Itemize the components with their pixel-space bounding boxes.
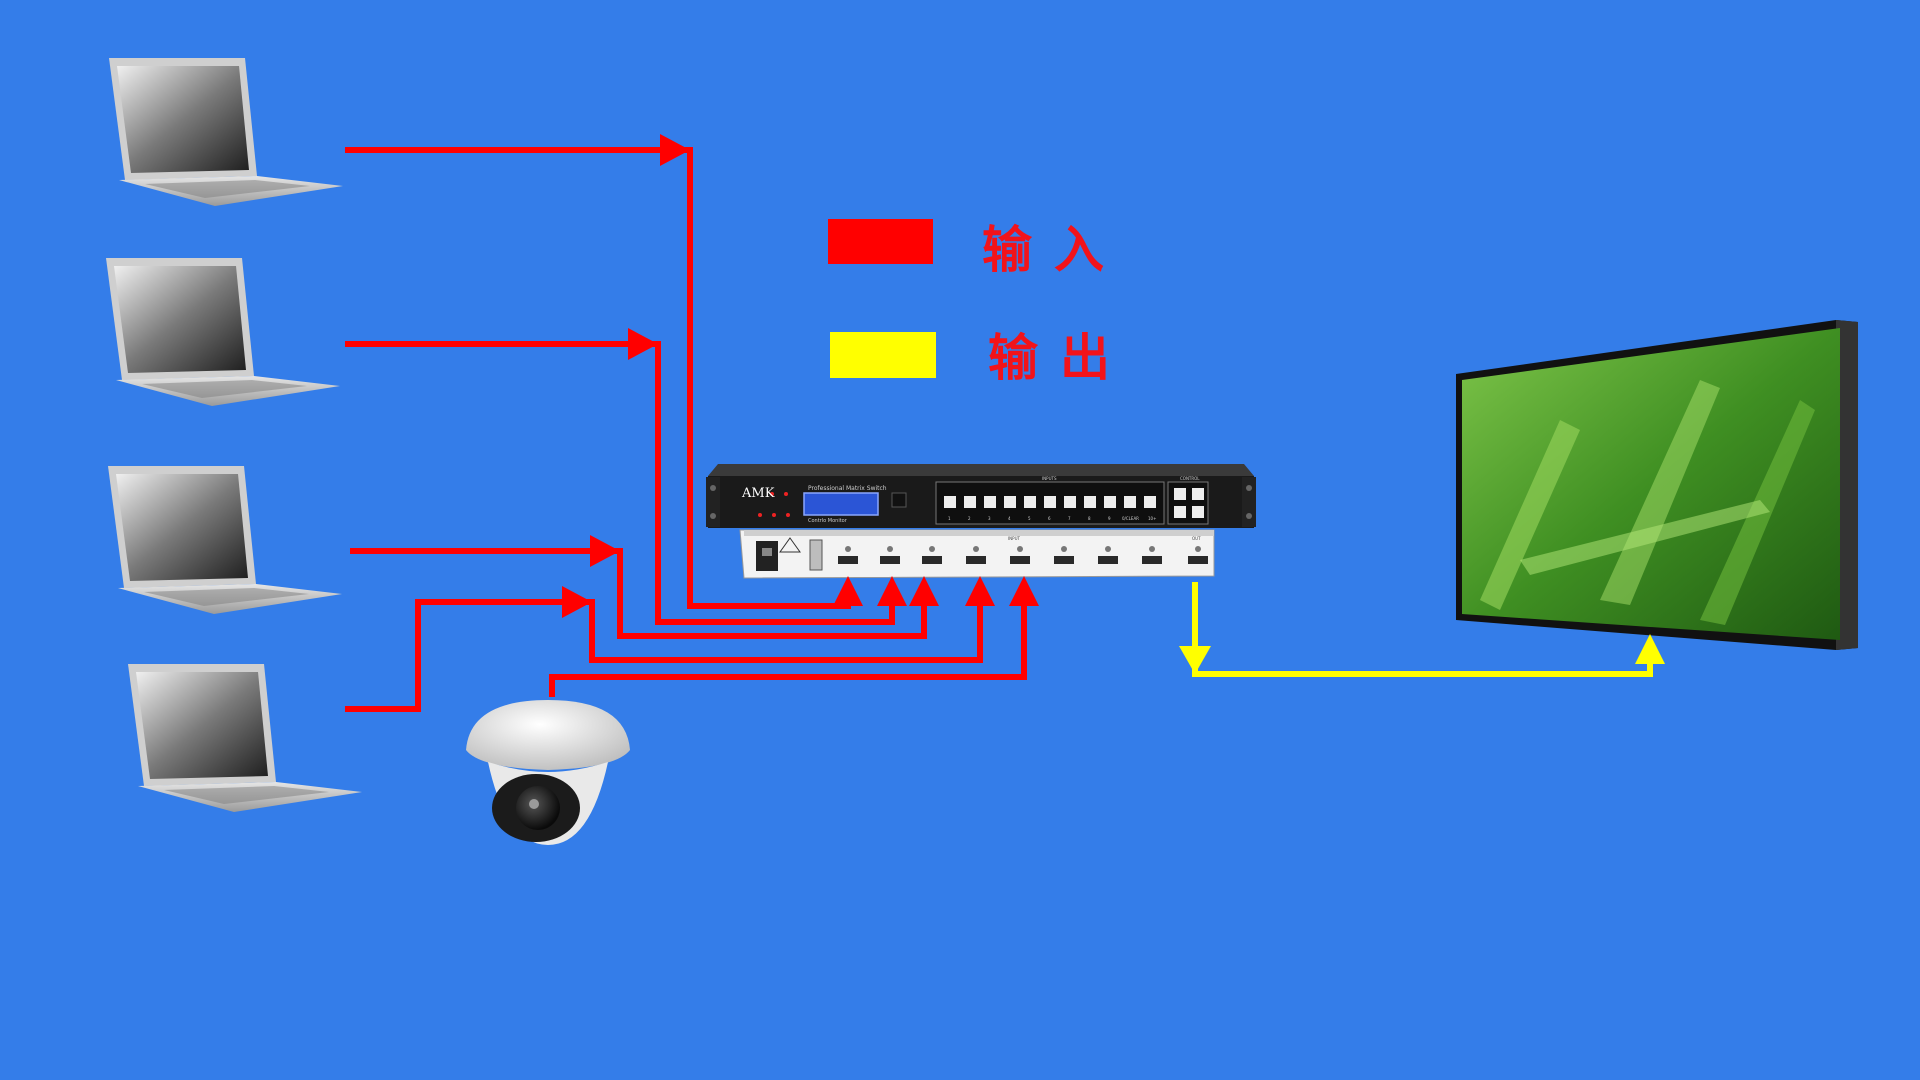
svg-text:8: 8 (1088, 516, 1091, 521)
control-header: CONTROL (1180, 476, 1200, 481)
svg-text:4: 4 (1008, 516, 1011, 521)
svg-text:5: 5 (1028, 516, 1031, 521)
control-buttons (1174, 488, 1204, 518)
dome-camera (466, 700, 630, 845)
rear-output-label: OUT (1192, 536, 1201, 541)
legend-input-label: 输入 (982, 220, 1126, 279)
display-caption: Contrlo Monitor (808, 518, 848, 524)
hdmi-inputs (838, 556, 1208, 564)
device-brand: AMK (741, 486, 775, 501)
input-line-3 (350, 548, 939, 639)
legend-output-label: 输出 (988, 328, 1132, 387)
input-line-4 (345, 576, 995, 712)
svg-text:3: 3 (988, 516, 991, 521)
input-line-1 (345, 147, 863, 609)
rear-input-label: INPUT (1008, 536, 1021, 541)
svg-text:7: 7 (1068, 516, 1071, 521)
svg-text:9: 9 (1108, 516, 1111, 521)
entry-arrowheads (562, 134, 690, 618)
matrix-switch (706, 464, 1256, 579)
input-line-camera (549, 576, 1039, 697)
inputs-header: INPUTS (1042, 476, 1057, 481)
svg-text:1: 1 (948, 516, 951, 521)
output-connection (1192, 582, 1665, 677)
input-button-row (944, 496, 1156, 508)
display-monitor (1456, 320, 1858, 650)
svg-text:0/CLEAR: 0/CLEAR (1122, 516, 1139, 521)
svg-text:6: 6 (1048, 516, 1051, 521)
laptop-2 (106, 258, 340, 406)
laptop-4 (128, 664, 362, 812)
laptop-1 (109, 58, 343, 206)
legend-output-swatch (830, 332, 936, 378)
device-subtitle: Professional Matrix Switch (808, 485, 887, 492)
legend-input-swatch (828, 219, 933, 264)
lcd-display (803, 492, 879, 516)
input-line-2 (345, 341, 907, 625)
svg-text:10+: 10+ (1148, 516, 1156, 521)
input-button-labels: 1 2 3 4 5 6 7 8 9 0/CLEAR 10+ (948, 516, 1156, 521)
laptop-3 (108, 466, 342, 614)
svg-text:2: 2 (968, 516, 971, 521)
